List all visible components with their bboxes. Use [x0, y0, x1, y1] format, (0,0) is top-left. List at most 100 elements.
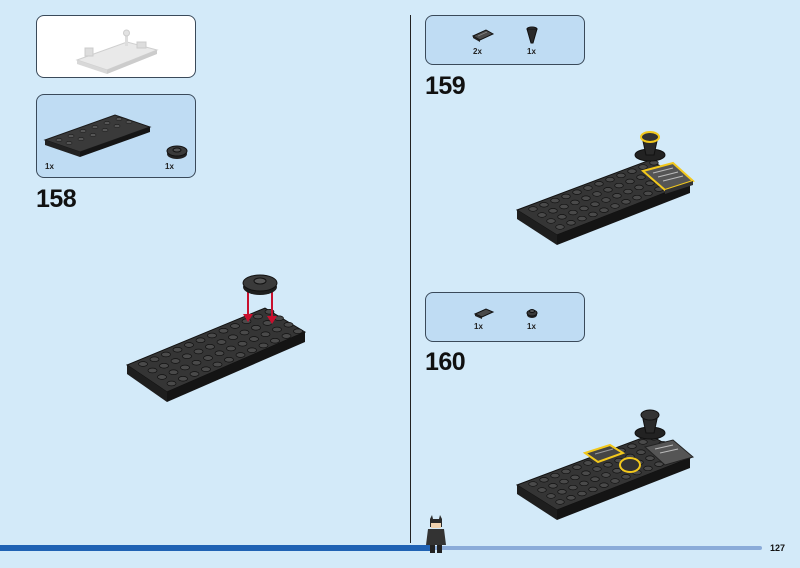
stud — [610, 203, 620, 209]
batman-minifigure-icon — [426, 515, 446, 553]
stud — [643, 190, 653, 197]
stud — [195, 337, 206, 343]
parts-box-158: 1x 1x — [36, 94, 196, 178]
progress-bar-fill — [0, 545, 432, 551]
stud — [293, 328, 303, 334]
stud — [632, 194, 642, 201]
stud — [172, 346, 183, 353]
step-number-160: 160 — [425, 348, 466, 376]
stud — [138, 361, 148, 367]
stud — [601, 472, 611, 478]
stud — [216, 339, 227, 345]
stud — [168, 369, 179, 375]
stud — [203, 355, 213, 361]
stud — [537, 212, 547, 218]
stud — [612, 468, 622, 474]
stud — [528, 481, 538, 487]
stud — [546, 493, 556, 499]
stud — [212, 361, 223, 368]
stud — [555, 224, 565, 230]
submodel-preview-box — [36, 15, 196, 78]
stud — [548, 208, 558, 214]
stud — [621, 199, 631, 205]
stud — [583, 185, 593, 191]
parts-box-159: 2x 1x — [425, 15, 585, 65]
stud — [239, 329, 250, 336]
stud — [570, 199, 580, 206]
stud — [572, 189, 582, 195]
stud — [572, 464, 582, 470]
stud — [614, 182, 624, 189]
stud — [603, 187, 613, 193]
stud — [612, 193, 622, 199]
stud — [157, 374, 167, 380]
stud — [258, 342, 269, 349]
stud — [189, 371, 200, 377]
stud — [621, 474, 631, 480]
stud — [592, 466, 602, 472]
stud — [577, 215, 587, 222]
stud — [559, 203, 569, 210]
stud — [281, 333, 292, 339]
stud — [161, 351, 171, 358]
stud — [270, 337, 280, 344]
qty-label: 1x — [474, 322, 483, 331]
stud — [616, 172, 626, 179]
stud — [178, 375, 188, 382]
stud — [548, 483, 558, 489]
stud — [645, 180, 655, 186]
stud — [147, 367, 158, 374]
qty-label: 1x — [527, 322, 536, 331]
stud — [599, 207, 609, 213]
column-divider — [410, 15, 411, 543]
stud — [579, 480, 589, 487]
round-plate-icon — [166, 145, 188, 159]
stud — [581, 470, 591, 476]
stud — [557, 489, 567, 495]
stud — [568, 209, 578, 216]
stud — [218, 327, 229, 334]
stud — [184, 342, 194, 348]
stud — [539, 202, 549, 208]
stud — [634, 184, 644, 191]
stud — [272, 326, 282, 333]
stud — [561, 468, 571, 475]
stud — [260, 331, 271, 337]
stud — [599, 482, 609, 488]
stud — [627, 168, 637, 174]
stud — [182, 353, 192, 359]
stud — [570, 474, 580, 481]
qty-label: 1x — [165, 162, 174, 171]
step-160-build-image — [515, 409, 695, 520]
stud — [566, 220, 576, 226]
grille-tile-icon — [473, 308, 495, 319]
stud — [224, 356, 234, 363]
step-number-158: 158 — [36, 185, 77, 213]
step-number-159: 159 — [425, 72, 466, 100]
stud — [555, 499, 565, 505]
stud — [166, 380, 177, 387]
step-158-build-image — [125, 274, 307, 402]
stud — [590, 201, 600, 207]
parts-box-160: 1x 1x — [425, 292, 585, 342]
stud — [579, 205, 589, 212]
stud — [594, 181, 604, 187]
stud — [253, 313, 263, 320]
stud — [191, 359, 202, 366]
stud — [627, 443, 637, 449]
stud — [636, 174, 646, 180]
stud — [566, 495, 576, 501]
page-number: 127 — [770, 543, 786, 553]
slope-tile-icon — [471, 29, 495, 42]
stud — [170, 358, 181, 364]
round-plate-1x1-icon — [526, 309, 538, 318]
stud — [180, 364, 190, 371]
qty-label: 2x — [473, 47, 482, 56]
stud — [588, 486, 598, 493]
stud — [230, 323, 240, 329]
stud — [603, 462, 613, 468]
stud — [149, 356, 160, 362]
stud — [559, 478, 569, 485]
qty-label: 1x — [527, 47, 536, 56]
step-159-build-image — [515, 131, 695, 245]
